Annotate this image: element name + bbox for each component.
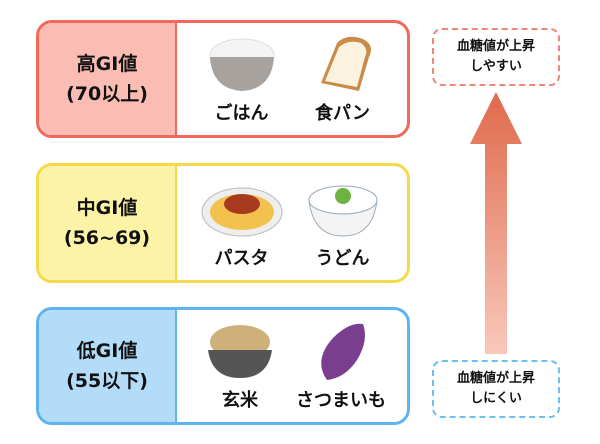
brown-rice-bowl-icon: [208, 325, 272, 378]
level-range: (70以上): [66, 83, 148, 105]
pasta-icon: [201, 187, 282, 237]
low-gi-label: 低GI値 (55以下): [39, 310, 177, 422]
food-rice: ごはん: [200, 33, 284, 125]
low-gi-row: 低GI値 (55以下) 玄米 さつまいも: [36, 307, 410, 425]
food-bread: 食パン: [301, 33, 385, 125]
medium-gi-row: 中GI値 (56~69) パスタ うどん: [36, 163, 410, 283]
bread-icon: [320, 36, 371, 91]
note-line: 血糖値が上昇: [456, 371, 535, 386]
high-gi-row: 高GI値 (70以上) ごはん 食パン: [36, 20, 410, 138]
note-line: しやすい: [470, 59, 522, 74]
level-title: 高GI値: [76, 53, 138, 75]
note-rises-slowly: 血糖値が上昇 しにくい: [432, 360, 560, 418]
udon-icon: [307, 185, 378, 237]
level-title: 中GI値: [76, 197, 138, 219]
level-range: (55以下): [66, 370, 148, 392]
up-arrow-icon: [470, 92, 522, 354]
level-range: (56~69): [63, 227, 151, 249]
food-brown-rice: 玄米: [198, 320, 282, 412]
note-rises-easily: 血糖値が上昇 しやすい: [432, 28, 560, 86]
medium-gi-label: 中GI値 (56~69): [39, 166, 177, 280]
high-gi-label: 高GI値 (70以上): [39, 23, 177, 135]
note-line: しにくい: [470, 391, 522, 406]
food-sweet-potato: さつまいも: [296, 320, 386, 412]
food-udon: うどん: [301, 178, 385, 270]
sweet-potato-icon: [321, 323, 365, 380]
level-title: 低GI値: [76, 340, 138, 362]
food-pasta: パスタ: [200, 178, 284, 270]
rice-bowl-icon: [209, 38, 274, 91]
note-line: 血糖値が上昇: [456, 39, 535, 54]
